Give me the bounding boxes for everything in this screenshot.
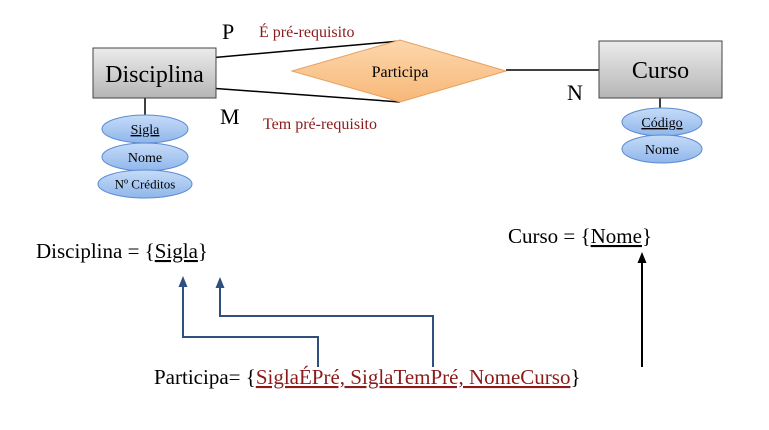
entity-disciplina[interactable]: Disciplina bbox=[92, 47, 217, 99]
line-disciplina-participa-bottom bbox=[208, 87, 401, 103]
attribute-sigla[interactable]: Sigla bbox=[101, 114, 189, 144]
line-disciplina-participa-top bbox=[208, 40, 401, 59]
relationship-participa[interactable]: Participa bbox=[290, 39, 508, 103]
attribute-creditos-label: Nº Créditos bbox=[115, 177, 176, 192]
fk-arrow-sigla-tem-pre bbox=[215, 277, 434, 367]
entity-curso[interactable]: Curso bbox=[598, 40, 723, 99]
schema-disciplina-suffix: } bbox=[198, 239, 208, 263]
schema-curso: Curso = {Nome} bbox=[508, 224, 652, 248]
schema-disciplina: Disciplina = {Sigla} bbox=[36, 239, 208, 263]
schema-disciplina-key: Sigla bbox=[155, 239, 199, 263]
cardinality-m: M bbox=[220, 104, 240, 129]
attribute-codigo[interactable]: Código bbox=[621, 107, 703, 137]
relationship-participa-label: Participa bbox=[372, 64, 429, 81]
schema-curso-prefix: Curso = { bbox=[508, 224, 591, 248]
schema-participa: Participa= {SiglaÉPré, SiglaTemPré, Nome… bbox=[154, 365, 581, 389]
schema-curso-suffix: } bbox=[642, 224, 652, 248]
fk-arrow-nome-curso bbox=[637, 252, 647, 367]
attribute-curso-nome-label: Nome bbox=[645, 143, 679, 158]
role-e-pre-requisito: É pré-requisito bbox=[259, 22, 355, 41]
attribute-sigla-label: Sigla bbox=[131, 123, 161, 138]
attribute-curso-nome[interactable]: Nome bbox=[621, 134, 703, 164]
attribute-nome[interactable]: Nome bbox=[101, 142, 189, 172]
entity-curso-label: Curso bbox=[632, 58, 689, 84]
attribute-nome-label: Nome bbox=[128, 151, 162, 166]
fk-arrow-sigla-e-pre bbox=[178, 276, 319, 367]
role-tem-pre-requisito: Tem pré-requisito bbox=[263, 116, 377, 133]
cardinality-n: N bbox=[567, 80, 583, 105]
schema-participa-fields: SiglaÉPré, SiglaTemPré, NomeCurso bbox=[256, 365, 571, 389]
attribute-creditos[interactable]: Nº Créditos bbox=[97, 169, 193, 199]
entity-disciplina-label: Disciplina bbox=[105, 62, 204, 88]
cardinality-p: P bbox=[222, 19, 234, 44]
schema-participa-suffix: } bbox=[570, 365, 580, 389]
schema-disciplina-prefix: Disciplina = { bbox=[36, 239, 155, 263]
schema-participa-prefix: Participa= { bbox=[154, 365, 256, 389]
schema-curso-key: Nome bbox=[591, 224, 642, 248]
attribute-codigo-label: Código bbox=[641, 116, 682, 131]
